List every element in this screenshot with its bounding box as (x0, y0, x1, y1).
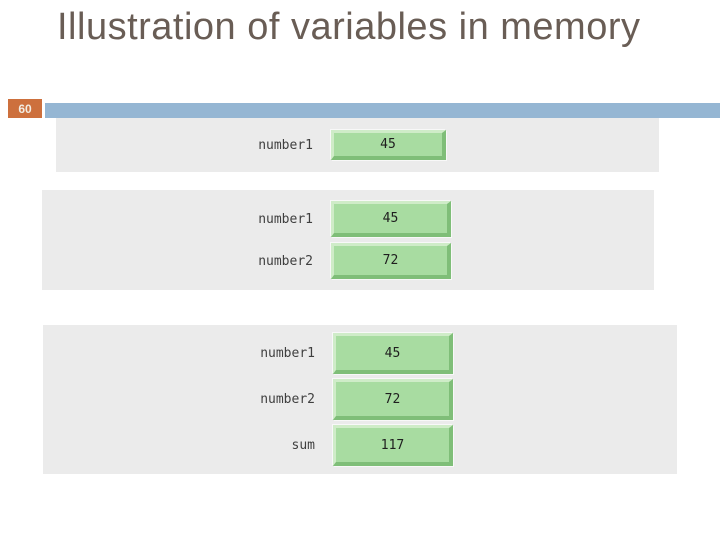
memory-cell-value: 45 (382, 211, 399, 226)
variable-row: number2 72 (42, 243, 654, 279)
memory-cell-value: 72 (384, 391, 401, 407)
memory-block-step2: number1 45 number2 72 (42, 190, 654, 290)
memory-cell: 72 (333, 379, 453, 420)
variable-row: number1 45 (43, 333, 677, 374)
variable-name-label: number1 (258, 137, 313, 153)
variable-name-label: number1 (258, 211, 313, 227)
variable-name-label: sum (291, 438, 315, 453)
variable-name-label: number1 (260, 346, 315, 361)
variable-row: number1 45 (56, 130, 659, 160)
slide-title: Illustration of variables in memory (57, 6, 641, 48)
memory-cell-value: 72 (382, 253, 399, 268)
memory-cell-value: 117 (380, 437, 405, 453)
memory-cell: 72 (331, 243, 451, 279)
variable-row: number1 45 (42, 201, 654, 237)
memory-block-step1: number1 45 (56, 118, 659, 172)
variable-name-label: number2 (258, 253, 313, 269)
page-number-badge: 60 (8, 99, 42, 118)
memory-cell: 45 (333, 333, 453, 374)
variable-name-label: number2 (260, 392, 315, 407)
memory-cell-value: 45 (384, 345, 401, 361)
memory-cell: 45 (331, 201, 451, 237)
memory-cell-value: 45 (380, 137, 396, 152)
title-accent-bar (45, 103, 720, 118)
variable-row: number2 72 (43, 379, 677, 420)
variable-row: sum 117 (43, 425, 677, 466)
memory-cell: 117 (333, 425, 453, 466)
memory-cell: 45 (331, 130, 446, 160)
memory-block-step3: number1 45 number2 72 sum 117 (43, 325, 677, 474)
